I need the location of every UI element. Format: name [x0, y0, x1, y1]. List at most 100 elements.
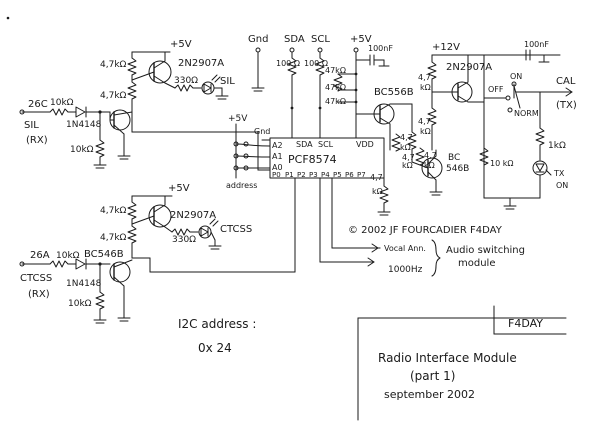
ctcss-npn-label: BC546B — [84, 249, 124, 260]
bus-gnd-label: Gnd — [248, 34, 268, 45]
audio-switch-outputs: © 2002 JF FOURCADIER F4DAY Vocal Ann. 10… — [337, 225, 525, 277]
bc556-r1-unit: kΩ — [400, 143, 411, 152]
switch-on-label: ON — [510, 72, 522, 81]
sil-r1-label: 4,7kΩ — [100, 60, 127, 70]
sil-led-label: SIL — [220, 76, 235, 87]
bc556-r2-label: 4,7 — [402, 153, 415, 162]
tx-cap-label: 100nF — [524, 40, 549, 49]
audio-switch-label-1: Audio switching — [446, 245, 525, 256]
tone-label: 1000Hz — [388, 265, 423, 275]
i2c-address-value: 0x 24 — [198, 341, 232, 355]
callsign: F4DAY — [508, 317, 543, 330]
ic-scl-pin: SCL — [318, 140, 334, 149]
sil-r330-label: 330Ω — [174, 76, 198, 86]
ic-p6-pin: P6 — [345, 171, 354, 179]
pullup2-label: 47kΩ — [325, 83, 346, 92]
ic-address-label: address — [226, 181, 257, 190]
switch-off-label: OFF — [488, 85, 504, 94]
cal-label: CAL — [556, 76, 576, 87]
bc556-r1-label: 4,7 — [400, 133, 413, 142]
tx-r1-label: 4,7 — [418, 73, 431, 82]
ic-p4-pin: P4 — [321, 171, 330, 179]
ctcss-pnp-label: 2N2907A — [170, 210, 216, 221]
sil-channel: +5V 4,7kΩ 4,7kΩ 2N2907A 330Ω SIL 26C — [19, 39, 271, 171]
ic-address-supply: +5V — [228, 114, 248, 124]
switch-norm-label: NORM — [514, 109, 539, 118]
bc556-label: BC556B — [374, 87, 414, 98]
ctcss-r330-label: 330Ω — [172, 235, 196, 245]
title-line1: Radio Interface Module — [378, 351, 517, 365]
bc556-r4-unit: kΩ — [372, 187, 383, 196]
tx-r1k-label: 1kΩ — [548, 141, 566, 151]
i2c-bus: Gnd SDA SCL +5V 100 Ω 100 Ω 100nF 47kΩ — [248, 34, 393, 139]
tx-pnp-label: 2N2907A — [446, 62, 492, 73]
ic-p1-pin: P1 — [285, 171, 294, 179]
ic-p2-pin: P2 — [297, 171, 306, 179]
tx-npn-label-2: 546B — [446, 164, 469, 174]
tx-supply-label: +12V — [432, 42, 460, 53]
tx-r10k-label: 10 kΩ — [490, 159, 513, 168]
ctcss-r1-label: 4,7kΩ — [100, 206, 127, 216]
bus-cap-label: 100nF — [368, 44, 393, 53]
sil-diode-label: 1N4148 — [66, 120, 102, 130]
ic-a2-pin: A2 — [272, 141, 283, 150]
ic-p7-pin: P7 — [357, 171, 366, 179]
title-block: F4DAY Radio Interface Module (part 1) se… — [357, 305, 567, 421]
cal-tx-label: (TX) — [556, 100, 577, 111]
title-line2: (part 1) — [410, 369, 455, 383]
tx-npn-label-1: BC — [448, 153, 460, 163]
tx-led-label-2: ON — [556, 181, 568, 190]
sil-pnp-label: 2N2907A — [178, 58, 224, 69]
sil-supply-label: +5V — [170, 39, 192, 50]
bus-supply-label: +5V — [350, 34, 372, 45]
tx-stage: +12V 100nF 4,7 kΩ 4,7 kΩ 2N2907A ON OFF … — [411, 40, 577, 210]
pin-26a: 26A — [30, 250, 50, 261]
ic-p3-pin: P3 — [309, 171, 318, 179]
ic-p0-pin: P0 — [272, 171, 281, 179]
ctcss-rgnd-label: 10kΩ — [68, 299, 92, 309]
ic-sda-pin: SDA — [296, 140, 313, 149]
sda-r100-label: 100 Ω — [276, 59, 300, 68]
tx-led-label-1: TX — [553, 169, 565, 178]
copyright: © 2002 JF FOURCADIER F4DAY — [348, 225, 503, 236]
pcf8574-ic: PCF8574 Gnd A2 A1 A0 SDA SCL VDD P0 P1 P… — [226, 114, 385, 263]
ic-a0-pin: A0 — [272, 163, 283, 172]
sil-rin-label: 10kΩ — [50, 98, 74, 108]
bc556-r3-unit: kΩ — [424, 161, 435, 170]
ctcss-led-label: CTCSS — [220, 224, 252, 235]
audio-switch-label-2: module — [458, 258, 495, 269]
ctcss-diode-label: 1N4148 — [66, 279, 102, 289]
sil-input-label: SIL — [24, 120, 39, 131]
ic-gnd-pin: Gnd — [254, 127, 270, 136]
tx-r2-unit: kΩ — [420, 127, 431, 136]
ctcss-input-label: CTCSS — [20, 273, 52, 284]
i2c-note: I2C address : 0x 24 — [178, 317, 256, 355]
bus-sda-label: SDA — [284, 34, 305, 45]
bus-scl-label: SCL — [311, 34, 330, 45]
tx-r2-label: 4,7 — [418, 117, 431, 126]
vocal-ann-label: Vocal Ann. — [384, 244, 426, 253]
ic-p5-pin: P5 — [333, 171, 342, 179]
bc556-stage: BC556B 4,7 kΩ 4,7 kΩ 4,7 kΩ 4,7 kΩ — [343, 87, 437, 216]
sil-rgnd-label: 10kΩ — [70, 145, 94, 155]
ctcss-channel: +5V 4,7kΩ 4,7kΩ 2N2907A 330Ω CTCSS 26A — [19, 177, 296, 324]
ctcss-supply-label: +5V — [168, 183, 190, 194]
i2c-address-label: I2C address : — [178, 317, 256, 331]
title-line3: september 2002 — [384, 388, 475, 401]
pullup3-label: 47kΩ — [325, 97, 346, 106]
bc556-r2-unit: kΩ — [402, 161, 413, 170]
ic-vdd-pin: VDD — [356, 140, 374, 149]
pullup1-label: 47kΩ — [325, 66, 346, 75]
pin-26c: 26C — [28, 99, 48, 110]
ic-a1-pin: A1 — [272, 152, 283, 161]
ctcss-rx-label: (RX) — [28, 289, 50, 300]
ic-name: PCF8574 — [288, 153, 337, 166]
tx-r1-unit: kΩ — [420, 83, 431, 92]
sil-rx-label: (RX) — [26, 135, 48, 146]
stray-dot — [6, 16, 10, 20]
scl-r100-label: 100 Ω — [304, 59, 328, 68]
ctcss-rin-label: 10kΩ — [56, 251, 80, 261]
bc556-r3-label: 4,7 — [424, 151, 437, 160]
sil-r2-label: 4,7kΩ — [100, 91, 127, 101]
